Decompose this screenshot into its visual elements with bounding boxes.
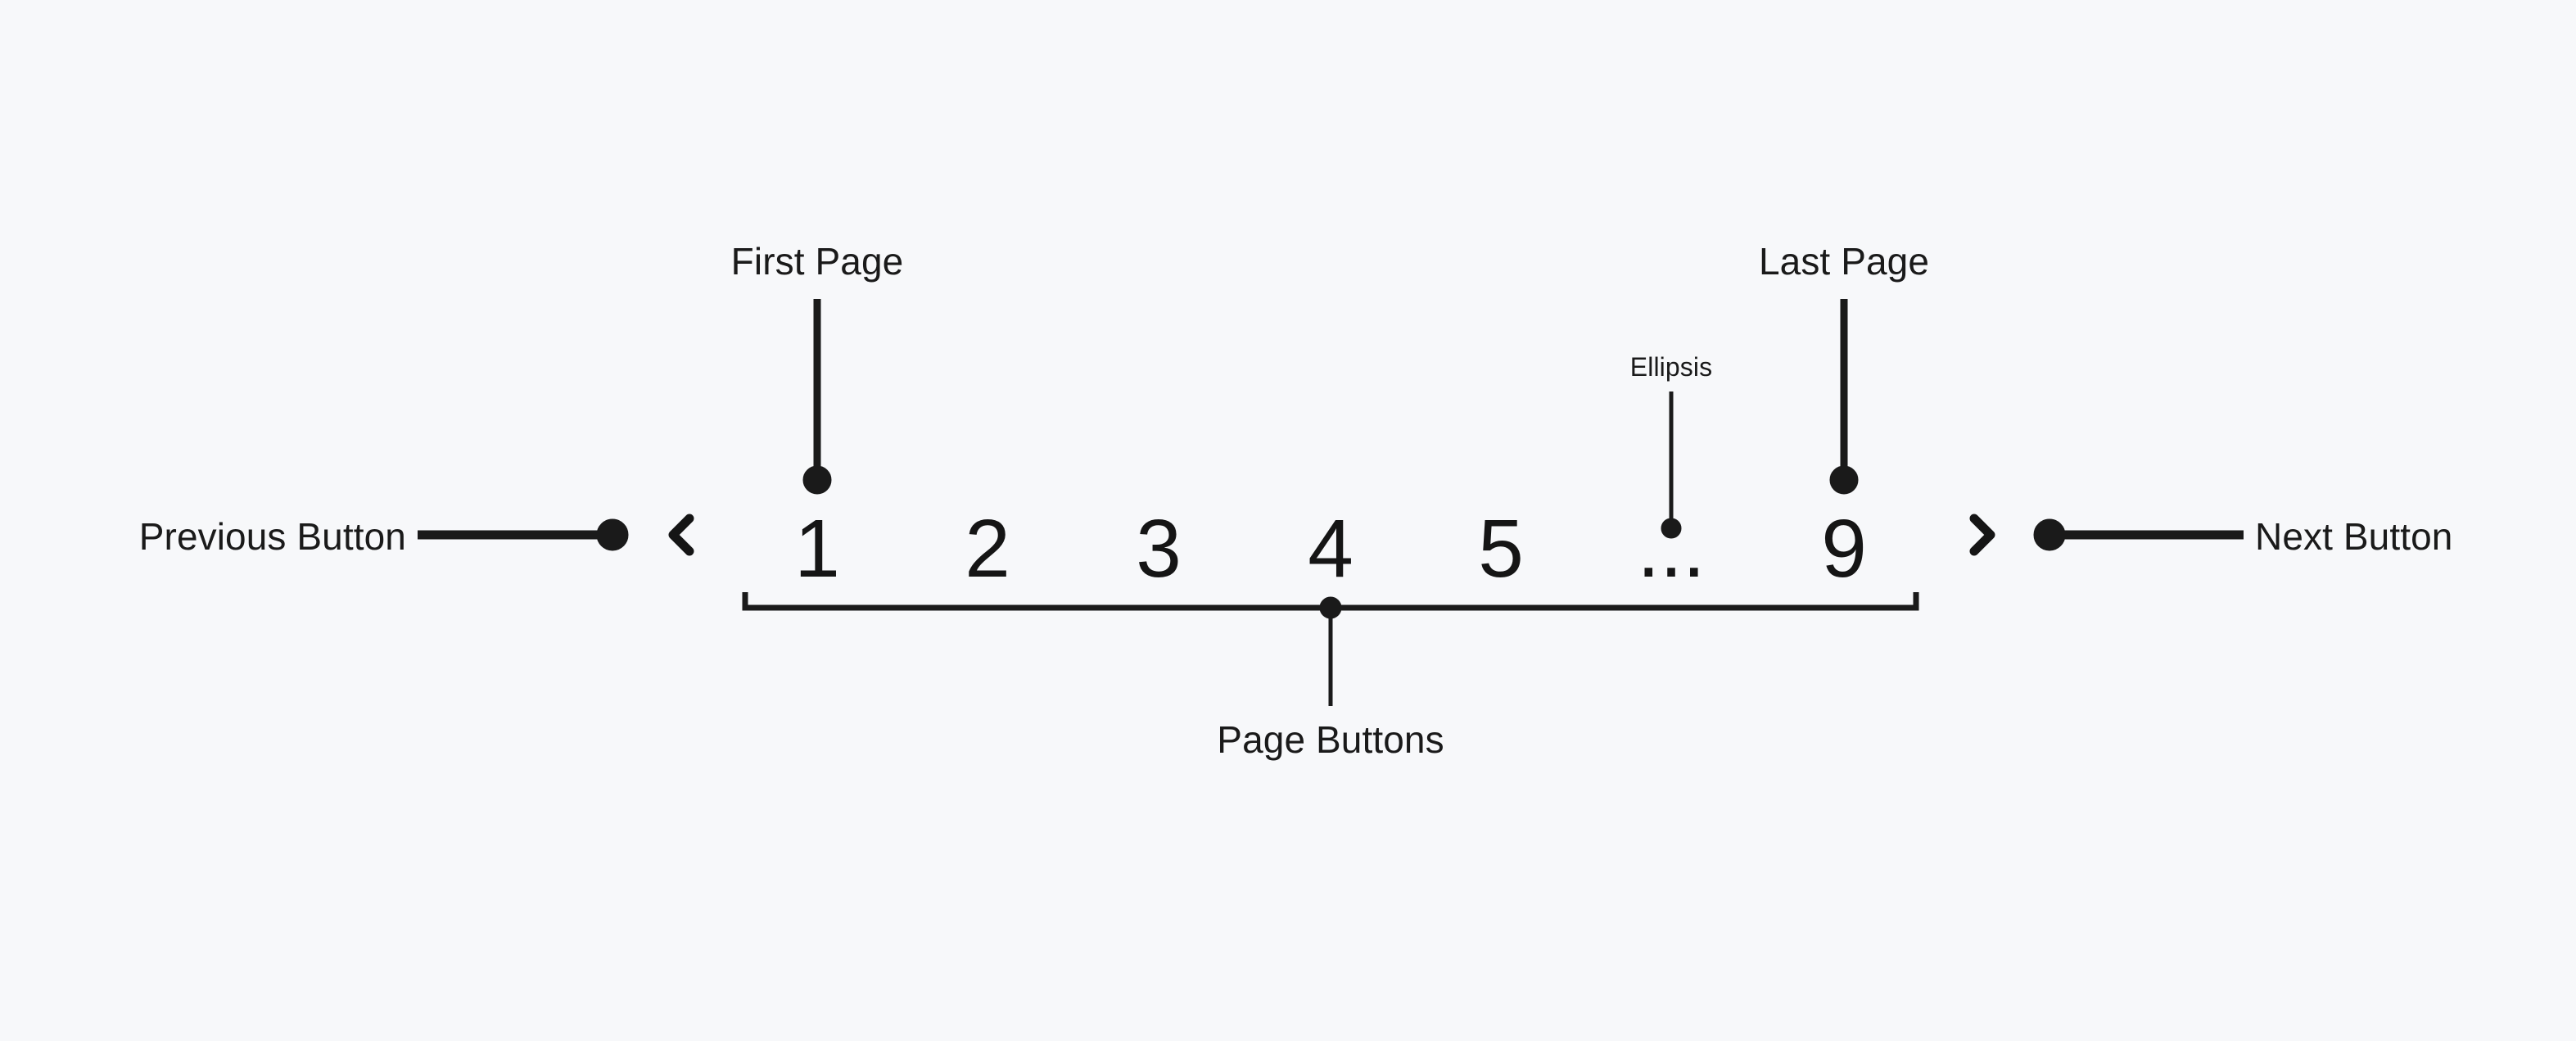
pagination-page-9[interactable]: 9 <box>1821 503 1867 595</box>
annotation-label-ellipsis: Ellipsis <box>1629 352 1713 382</box>
leader-dot-last-page <box>1829 465 1859 495</box>
chevron-right-icon <box>1969 514 1995 556</box>
chevron-left-icon <box>668 514 694 556</box>
annotation-label-page-buttons: Page Buttons <box>1217 718 1444 761</box>
annotation-label-next-button: Next Button <box>2255 515 2453 558</box>
pagination-ellipsis: ... <box>1637 503 1706 595</box>
leader-dot-next-button <box>2033 518 2066 551</box>
pagination-page-1[interactable]: 1 <box>794 503 840 595</box>
pagination-page-3[interactable]: 3 <box>1136 503 1182 595</box>
annotation-label-last-page: Last Page <box>1758 240 1930 283</box>
pagination-page-2[interactable]: 2 <box>965 503 1010 595</box>
leader-dot-page-buttons <box>1319 596 1342 619</box>
pagination-next-button[interactable] <box>1955 509 2007 561</box>
annotation-label-previous-button: Previous Button <box>138 515 406 558</box>
leader-dot-previous-button <box>596 518 629 551</box>
pagination-page-4[interactable]: 4 <box>1308 503 1354 595</box>
leader-dot-first-page <box>802 465 832 495</box>
annotation-label-first-page: First Page <box>730 240 904 283</box>
pagination-page-5[interactable]: 5 <box>1478 503 1524 595</box>
pagination-previous-button[interactable] <box>655 509 707 561</box>
